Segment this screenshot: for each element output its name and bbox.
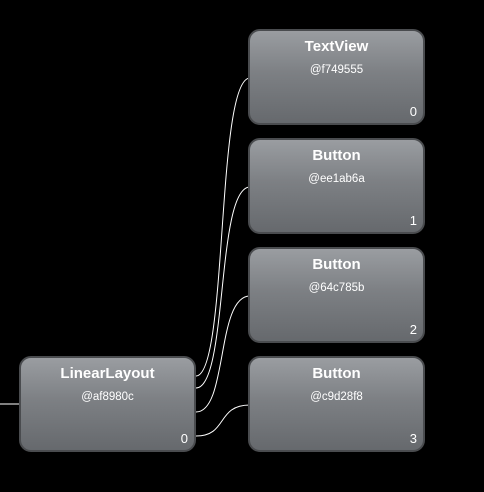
node-button-1[interactable]: Button @ee1ab6a 1 xyxy=(248,138,425,234)
node-index: 2 xyxy=(409,322,417,337)
wire-to-button-2 xyxy=(195,295,251,413)
node-button-3[interactable]: Button @c9d28f8 3 xyxy=(248,356,425,452)
node-title: Button xyxy=(312,256,361,273)
node-id: @af8980c xyxy=(81,391,134,403)
node-index: 1 xyxy=(409,213,417,228)
node-index: 0 xyxy=(180,431,188,446)
node-id: @64c785b xyxy=(308,282,365,294)
wire-to-button-3 xyxy=(195,404,251,437)
node-title: LinearLayout xyxy=(60,365,155,382)
wire-to-button-1 xyxy=(195,186,251,389)
node-id: @ee1ab6a xyxy=(308,173,365,185)
wire-to-textview xyxy=(195,77,251,377)
node-textview[interactable]: TextView @f749555 0 xyxy=(248,29,425,125)
node-button-2[interactable]: Button @64c785b 2 xyxy=(248,247,425,343)
node-linearlayout[interactable]: LinearLayout @af8980c 0 xyxy=(19,356,196,452)
node-title: Button xyxy=(312,147,361,164)
node-index: 3 xyxy=(409,431,417,446)
node-index: 0 xyxy=(409,104,417,119)
node-id: @f749555 xyxy=(309,64,364,76)
node-title: Button xyxy=(312,365,361,382)
node-title: TextView xyxy=(304,38,369,55)
node-id: @c9d28f8 xyxy=(310,391,363,403)
